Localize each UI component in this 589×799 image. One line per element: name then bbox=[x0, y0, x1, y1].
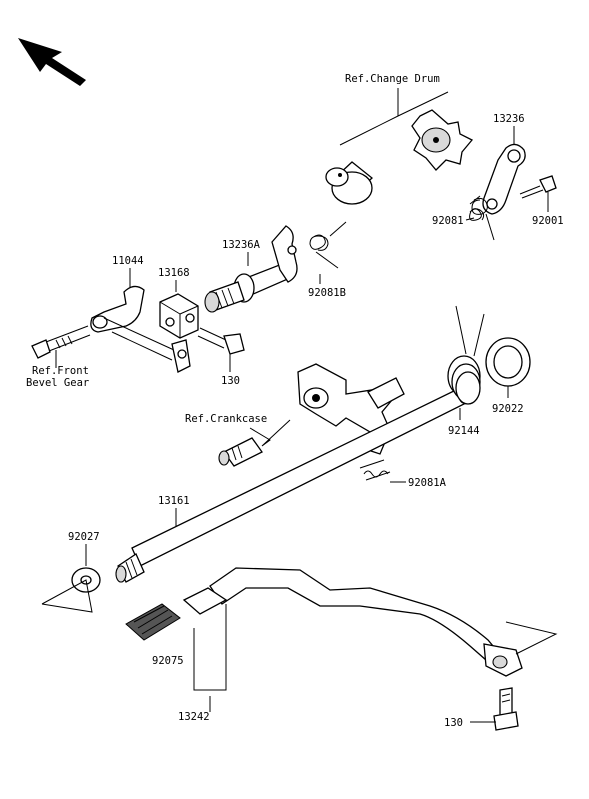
shift-shaft-13236A-part bbox=[204, 225, 298, 313]
part-number-92001: 92001 bbox=[532, 215, 564, 227]
bolt-92001-part bbox=[519, 175, 557, 199]
part-number-13242: 13242 bbox=[178, 711, 210, 723]
ref-change-drum-label: Ref.Change Drum bbox=[345, 73, 440, 85]
bolt-130-top-part bbox=[197, 327, 245, 355]
bolt-130-bottom-part bbox=[493, 687, 519, 731]
bolt-left-part bbox=[31, 325, 91, 359]
crankcase-pin-part bbox=[218, 437, 263, 467]
shift-pedal-part bbox=[209, 567, 523, 677]
clamp-13168-part bbox=[159, 293, 199, 339]
link-rod-part bbox=[103, 317, 191, 373]
part-number-92081A: 92081A bbox=[408, 477, 447, 489]
part-number-92144: 92144 bbox=[448, 425, 480, 437]
part-number-11044: 11044 bbox=[112, 255, 144, 267]
front-direction-arrow-icon bbox=[18, 38, 86, 86]
spring-92081B-part bbox=[309, 221, 347, 269]
part-number-92081: 92081 bbox=[432, 215, 464, 227]
shift-shaft-13161-part bbox=[115, 386, 470, 583]
part-number-13236: 13236 bbox=[493, 113, 525, 125]
part-number-92022: 92022 bbox=[492, 403, 524, 415]
part-number-130-bottom: 130 bbox=[444, 717, 463, 729]
part-number-13236A: 13236A bbox=[222, 239, 261, 251]
part-number-13161: 13161 bbox=[158, 495, 190, 507]
lever-11044-part bbox=[90, 285, 145, 333]
part-number-130-top: 130 bbox=[221, 375, 240, 387]
change-drum-end-part bbox=[325, 161, 373, 205]
pedal-peg-part bbox=[182, 587, 228, 615]
ref-front-bevel-gear-label-line1: Ref.Front bbox=[32, 365, 89, 377]
part-number-92081B: 92081B bbox=[308, 287, 346, 299]
part-number-92027: 92027 bbox=[68, 531, 100, 543]
spring-92081-part bbox=[469, 195, 495, 241]
washer-92022-part bbox=[485, 337, 531, 387]
pedal-rubber-92075-part bbox=[125, 603, 181, 641]
ref-crankcase-label: Ref.Crankcase bbox=[185, 413, 267, 425]
part-number-13168: 13168 bbox=[158, 267, 190, 279]
change-drum-pin-plate-part bbox=[411, 109, 474, 171]
spring-92081A-part bbox=[359, 459, 391, 481]
part-number-92075: 92075 bbox=[152, 655, 184, 667]
shift-arm-13236-part bbox=[482, 143, 526, 215]
return-spring-92144-part bbox=[447, 305, 485, 405]
ref-front-bevel-gear-label-line2: Bevel Gear bbox=[26, 377, 89, 389]
